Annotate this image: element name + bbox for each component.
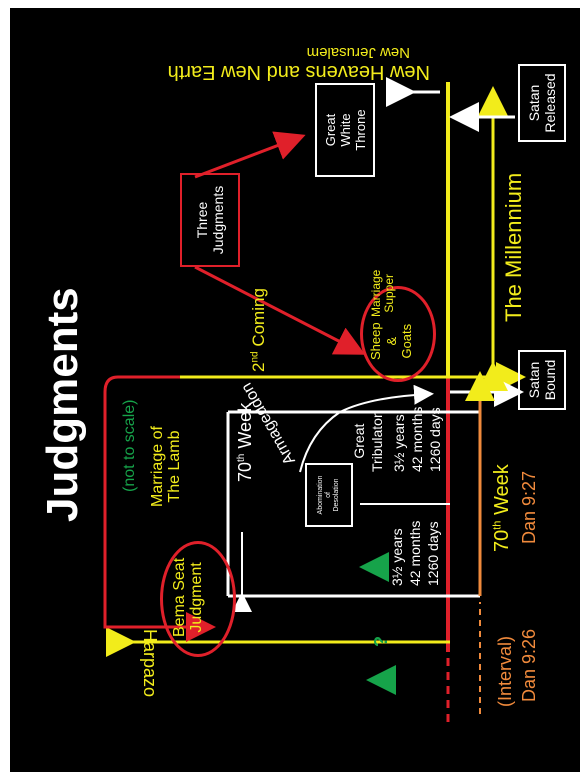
- three-judgments-box: Three Judgments: [180, 173, 240, 267]
- seventieth-week-label: 70th Week: [235, 402, 255, 482]
- second-coming-label: 2nd Coming: [249, 288, 268, 372]
- rotated-diagram: Judgments (not to scale) Marriage of The…: [10, 8, 580, 772]
- harpazo-label: Harpazo: [139, 628, 160, 697]
- marriage-supper-label: Marriage Supper: [369, 269, 396, 317]
- diagram-lines: [103, 77, 526, 722]
- marriage-of-lamb-label: Marriage of The Lamb: [149, 426, 183, 507]
- first-half-label: 3½ years 42 months 1260 days: [389, 520, 442, 586]
- great-tribulation-durations: 3½ years 42 months 1260 days: [391, 406, 444, 472]
- new-heavens-label: New Heavens and New Earth: [167, 61, 430, 83]
- abomination-box: Abomination of Desolation: [305, 463, 353, 527]
- great-white-throne-box: Great White Throne: [315, 83, 375, 177]
- red-arrow-to-bema: [103, 375, 216, 642]
- page-title: Judgments: [38, 287, 87, 522]
- great-tribulation-label: Great Tribulaton: [351, 410, 386, 472]
- dan926-label: Dan 9:26: [519, 628, 539, 702]
- subtitle: (not to scale): [121, 399, 138, 492]
- interval-label: (Interval): [495, 635, 515, 707]
- satan-bound-box: Satan Bound: [518, 350, 566, 410]
- diagram-background: Judgments (not to scale) Marriage of The…: [10, 8, 580, 772]
- satan-released-box: Satan Released: [518, 64, 566, 142]
- sheep-goats-label: Sheep & Goats: [368, 322, 415, 360]
- red-arrow-to-throne: [194, 131, 306, 179]
- question-mark: ?: [371, 636, 391, 647]
- millennium-label: The Millennium: [501, 172, 526, 322]
- armageddon-arrow: [299, 384, 434, 473]
- seventieth-week-bottom-label: 70th Week: [491, 464, 513, 552]
- dan927-label: Dan 9:27: [519, 470, 539, 544]
- bema-seat-label: Bema Seat Judgment: [171, 557, 205, 637]
- new-jerusalem-label: New Jerusalem: [306, 44, 410, 61]
- red-arrow-to-sheep: [194, 265, 366, 355]
